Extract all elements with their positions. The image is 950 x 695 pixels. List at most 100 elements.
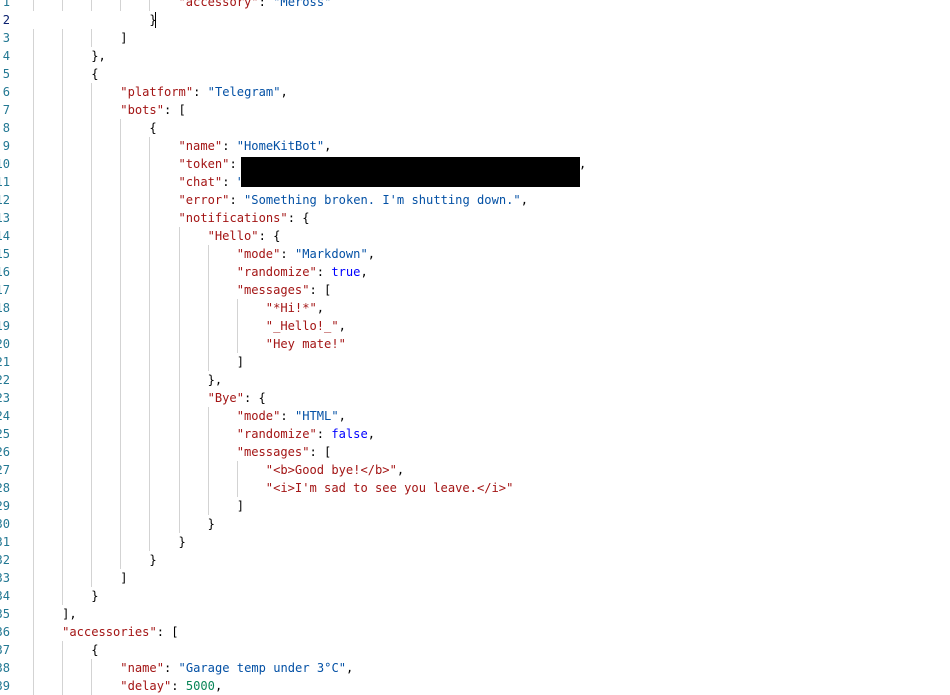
line-number: 8 — [2, 121, 10, 135]
indent-guide — [91, 659, 93, 695]
line-number: 21 — [0, 355, 10, 369]
code-token: , — [520, 193, 528, 207]
code-line[interactable]: 9"name": "HomeKitBot", — [0, 137, 950, 155]
indent-guide — [149, 137, 151, 551]
code-line[interactable]: 5{ — [0, 65, 950, 83]
line-number: 17 — [0, 283, 10, 297]
code-line[interactable]: 20"Hey mate!" — [0, 335, 950, 353]
code-text: } — [91, 587, 98, 605]
code-text: "mode": "Markdown", — [237, 245, 375, 263]
code-line[interactable]: 11"chat": " — [0, 173, 950, 191]
code-line[interactable]: 34} — [0, 587, 950, 605]
code-text: "platform": "Telegram", — [120, 83, 287, 101]
line-number: 39 — [0, 679, 10, 693]
line-number: 22 — [0, 373, 10, 387]
code-text: "*Hi!*", — [266, 299, 324, 317]
code-text: }, — [208, 371, 223, 389]
code-token: , — [367, 427, 376, 441]
line-number: 25 — [0, 427, 10, 441]
code-line[interactable]: 25"randomize": false, — [0, 425, 950, 443]
code-text: ] — [237, 353, 244, 371]
code-line[interactable]: 12"error": "Something broken. I'm shutti… — [0, 191, 950, 209]
code-token: "name" — [120, 661, 164, 675]
code-token: "Something broken. I'm shutting down." — [244, 193, 521, 207]
code-token: , — [360, 265, 368, 279]
code-line[interactable]: 27"<b>Good bye!</b>", — [0, 461, 950, 479]
code-line[interactable]: 31} — [0, 533, 950, 551]
code-token: ] — [120, 571, 128, 585]
code-line[interactable]: 21] — [0, 353, 950, 371]
code-token: : — [229, 157, 245, 171]
code-token: } — [149, 553, 157, 567]
line-number: 7 — [2, 103, 10, 117]
code-token: "messages" — [236, 445, 310, 459]
line-number: 2 — [2, 13, 10, 27]
code-text: "_Hello!_", — [266, 317, 346, 335]
code-text: } — [179, 533, 186, 551]
line-number: 14 — [0, 229, 10, 243]
line-number: 26 — [0, 445, 10, 459]
code-line[interactable]: 37{ — [0, 641, 950, 659]
code-token: ] — [236, 355, 244, 369]
code-text: ] — [120, 29, 127, 47]
code-text: "name": "Garage temp under 3°C", — [120, 659, 353, 677]
code-line[interactable]: 22}, — [0, 371, 950, 389]
code-line[interactable]: 4}, — [0, 47, 950, 65]
code-token: "_Hello!_" — [265, 319, 339, 333]
code-text: "mode": "HTML", — [237, 407, 346, 425]
code-line[interactable]: 26 "messages": [ — [0, 443, 950, 461]
code-line[interactable]: 29] — [0, 497, 950, 515]
code-line[interactable]: 18"*Hi!*", — [0, 299, 950, 317]
code-line[interactable]: 17"messages": [ — [0, 281, 950, 299]
code-token: ] — [120, 31, 128, 45]
code-token: "delay" — [120, 679, 172, 693]
code-token: "Hello" — [207, 229, 259, 243]
code-line[interactable]: 32} — [0, 551, 950, 569]
code-token: , — [316, 301, 325, 315]
indent-guide — [236, 299, 238, 353]
code-line[interactable]: 8{ — [0, 119, 950, 137]
code-line[interactable]: 23"Bye": { — [0, 389, 950, 407]
indent-guide — [62, 641, 64, 695]
code-token: "HTML" — [294, 409, 339, 423]
code-line[interactable]: 6"platform": "Telegram", — [0, 83, 950, 101]
line-number: 27 — [0, 463, 10, 477]
code-token: "name" — [178, 139, 223, 153]
code-line[interactable]: 14"Hello": { — [0, 227, 950, 245]
code-token: "Hey mate!" — [265, 337, 346, 351]
code-line[interactable]: 39"delay": 5000, — [0, 677, 950, 695]
code-line[interactable]: 30} — [0, 515, 950, 533]
code-token: "<i>I'm sad to see you leave.</i>" — [265, 481, 514, 495]
code-line[interactable]: 33] — [0, 569, 950, 587]
line-number: 19 — [0, 319, 10, 333]
code-line[interactable]: 15"mode": "Markdown", — [0, 245, 950, 263]
code-line[interactable]: 3] — [0, 29, 950, 47]
code-line[interactable]: 24"mode": "HTML", — [0, 407, 950, 425]
code-token: , — [214, 679, 223, 693]
code-line[interactable]: 28"<i>I'm sad to see you leave.</i>" — [0, 479, 950, 497]
code-line[interactable]: 13"notifications": { — [0, 209, 950, 227]
code-token: } — [149, 13, 157, 27]
code-token: "mode" — [236, 409, 281, 423]
code-line[interactable]: 35], — [0, 605, 950, 623]
code-line[interactable]: 36"accessories": [ — [0, 623, 950, 641]
redaction-box — [241, 157, 580, 187]
code-line[interactable]: 2} — [0, 11, 950, 29]
code-token: : [ — [309, 445, 332, 459]
code-line[interactable]: 16"randomize": true, — [0, 263, 950, 281]
code-token: : — [229, 193, 245, 207]
code-line[interactable]: 7"bots": [ — [0, 101, 950, 119]
code-line[interactable]: 19 "_Hello!_", — [0, 317, 950, 335]
line-number: 4 — [2, 49, 10, 63]
code-line[interactable]: 38"name": "Garage temp under 3°C", — [0, 659, 950, 677]
code-token: : — [163, 661, 179, 675]
indent-guide — [33, 0, 34, 695]
code-line[interactable]: 1"accessory": "Meross" — [0, 0, 950, 11]
code-text: "Hey mate!" — [266, 335, 346, 353]
code-token: : — [171, 679, 186, 693]
indent-guide — [207, 245, 209, 371]
code-token: "accessory" — [178, 0, 259, 9]
code-token: "mode" — [236, 247, 281, 261]
code-token: "<b>Good bye!</b>" — [265, 463, 397, 477]
